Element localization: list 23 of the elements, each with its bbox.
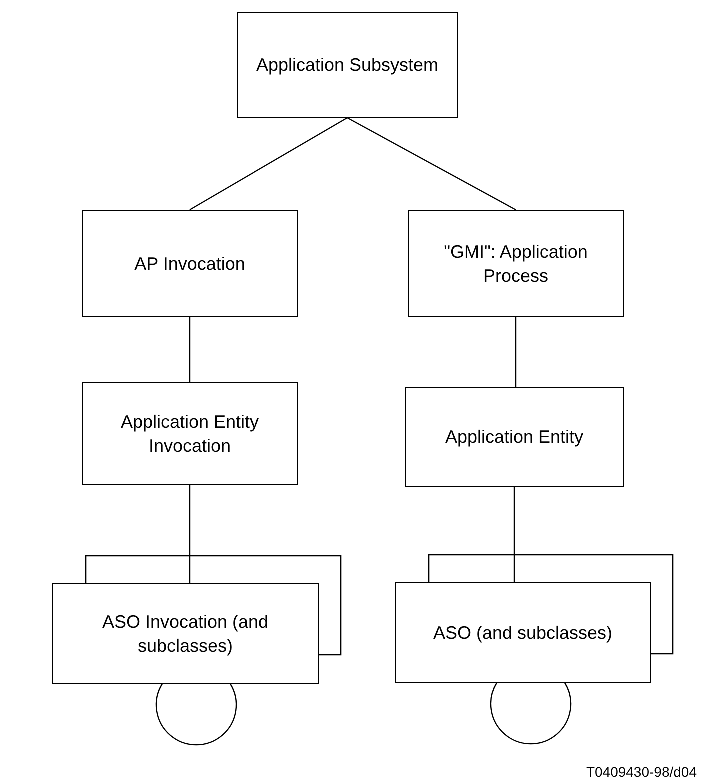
connector-line [347,117,516,211]
box-label: Application Entity [445,426,584,449]
box-label: ASO Invocation (and subclasses) [101,610,270,658]
entity-box [82,210,298,317]
connector-line [515,317,517,387]
entity-box [408,210,624,317]
connector-line [514,487,516,582]
box-label: "GMI": Application Process [443,240,589,288]
entity-box [405,387,624,487]
connector-line [189,317,191,382]
box-label: ASO (and subclasses) [433,622,613,644]
box-label: AP Invocation [134,252,246,276]
entity-box [52,583,319,684]
entity-box [237,12,458,118]
box-label: Application Entity Invocation [120,410,260,458]
connector-line [189,485,191,583]
loop-connector [156,684,238,746]
loop-connector [490,682,572,745]
figure-code: T0409430-98/d04 [586,763,697,781]
entity-box [395,582,651,683]
entity-box [82,382,298,485]
connector-line [190,117,348,211]
box-label: Application Subsystem [256,54,439,77]
